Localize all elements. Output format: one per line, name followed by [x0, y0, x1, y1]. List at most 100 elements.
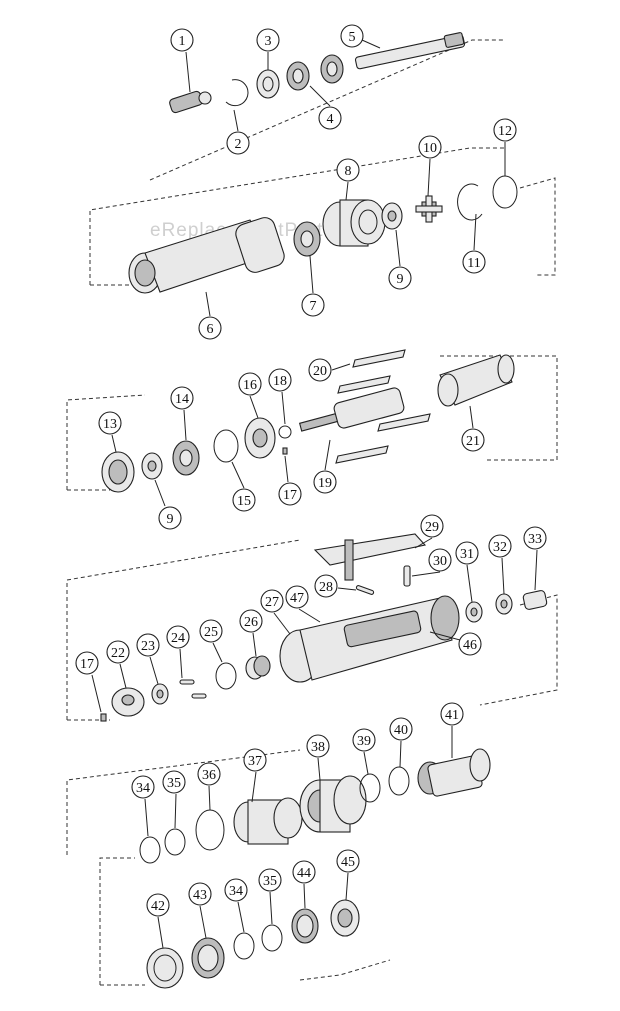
callout-leader-6 — [205, 291, 211, 317]
part-26-bushing — [245, 655, 271, 680]
part-35b-ring — [261, 924, 283, 952]
callout-leader-29 — [414, 537, 433, 549]
callout-bubble-22 — [106, 640, 130, 664]
callout-leader-27 — [273, 612, 291, 635]
callout-bubble-2 — [226, 131, 250, 155]
callout-label-4: 4 — [327, 112, 334, 127]
part-8-cylinder — [322, 199, 386, 247]
part-33-spring — [522, 590, 548, 610]
callout-bubble-26 — [239, 609, 263, 633]
callout-bubble-14 — [170, 386, 194, 410]
part-9-end-plate — [381, 202, 403, 230]
callout-leader-9 — [395, 229, 401, 267]
callout-label-9: 9 — [397, 272, 404, 287]
callout-bubble-28 — [314, 574, 338, 598]
callout-bubble-21 — [461, 428, 485, 452]
part-12-o-ring — [492, 175, 518, 209]
callout-label-36: 36 — [202, 768, 216, 783]
callout-leader-7 — [309, 255, 314, 294]
part-40-ring — [388, 766, 410, 796]
callout-bubble-35 — [162, 770, 186, 794]
callout-label-7: 7 — [310, 299, 317, 314]
callout-leader-44 — [303, 883, 306, 909]
callout-leader-28 — [337, 587, 357, 591]
callout-label-13: 13 — [103, 417, 117, 432]
callout-bubble-44 — [292, 860, 316, 884]
callout-leader-18 — [281, 391, 286, 425]
callout-label-37: 37 — [248, 754, 262, 769]
part-5-shaft — [354, 32, 466, 70]
callout-label-42: 42 — [151, 899, 165, 914]
part-28-pin — [355, 585, 375, 595]
part-16-bearing-plate — [244, 417, 276, 459]
callout-bubble-36 — [197, 762, 221, 786]
callout-bubble-4 — [318, 106, 342, 130]
part-45-nut — [330, 899, 360, 937]
part-9b-end-plate — [141, 452, 163, 480]
part-20-vanes — [335, 349, 431, 464]
callout-bubble-19 — [313, 470, 337, 494]
callout-label-32: 32 — [493, 540, 507, 555]
callout-label-38: 38 — [311, 740, 325, 755]
callout-bubble-39 — [352, 728, 376, 752]
callout-bubble-11 — [462, 250, 486, 274]
callout-label-27: 27 — [265, 595, 279, 610]
callout-bubble-27 — [260, 589, 284, 613]
callout-leader-9 — [154, 479, 166, 507]
callout-bubble-33 — [523, 526, 547, 550]
part-7-bearing — [293, 221, 321, 257]
callout-label-41: 41 — [445, 708, 459, 723]
callout-label-12: 12 — [498, 124, 512, 139]
part-4-bearings — [286, 54, 344, 91]
part-10-coupling — [415, 195, 443, 223]
callout-label-23: 23 — [141, 639, 155, 654]
part-39-ring — [359, 773, 381, 803]
callout-leader-39 — [363, 751, 369, 775]
callout-bubble-40 — [389, 717, 413, 741]
callout-leader-20 — [331, 363, 351, 371]
callout-bubble-32 — [488, 534, 512, 558]
callout-bubble-16 — [238, 372, 262, 396]
callout-bubble-15 — [232, 488, 256, 512]
callout-label-25: 25 — [204, 625, 218, 640]
part-1-valve — [169, 90, 212, 114]
part-44-ring — [291, 908, 319, 944]
callout-leader-45 — [345, 872, 349, 901]
part-23-washer — [151, 683, 169, 705]
callout-label-29: 29 — [425, 520, 439, 535]
part-27-body — [279, 595, 460, 683]
part-17b-pin — [100, 713, 107, 722]
part-30-pin — [403, 565, 411, 587]
callout-bubble-41 — [440, 702, 464, 726]
callout-label-2: 2 — [235, 137, 242, 152]
callout-label-44: 44 — [297, 866, 311, 881]
part-29-throttle-lever — [313, 533, 427, 581]
part-25-o-ring — [215, 662, 237, 690]
part-6-housing — [128, 217, 285, 294]
callout-bubble-6 — [198, 316, 222, 340]
callout-label-26: 26 — [244, 615, 258, 630]
callout-leader-42 — [157, 916, 164, 949]
group-1-frame — [149, 39, 505, 181]
callout-label-22: 22 — [111, 646, 125, 661]
callout-label-24: 24 — [171, 631, 185, 646]
part-43-gear-ring — [191, 937, 225, 979]
part-41-spindle — [417, 748, 491, 797]
callout-bubble-45 — [336, 849, 360, 873]
callout-bubble-47 — [285, 585, 309, 609]
callout-leader-34 — [144, 798, 149, 837]
callout-label-9: 9 — [167, 512, 174, 527]
callout-leader-14 — [183, 409, 187, 441]
part-18-washer — [278, 425, 292, 439]
part-3-washer — [256, 69, 280, 99]
callout-label-6: 6 — [207, 322, 214, 337]
part-22-knob — [111, 687, 145, 717]
callout-leader-40 — [399, 740, 402, 768]
part-37-sleeve — [233, 797, 303, 845]
callout-bubble-8 — [336, 158, 360, 182]
callout-bubble-23 — [136, 633, 160, 657]
callout-label-40: 40 — [394, 723, 408, 738]
callout-leader-32 — [501, 557, 505, 595]
